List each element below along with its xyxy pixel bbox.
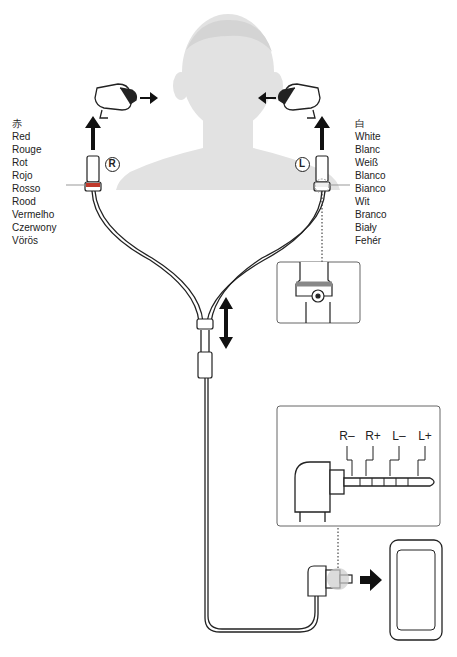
head-silhouette <box>116 14 340 190</box>
color-name: Red <box>12 131 30 143</box>
color-name: Biały <box>355 222 377 234</box>
callout-circle: R <box>105 157 120 172</box>
color-name: Rood <box>12 196 36 208</box>
color-name: Czerwony <box>12 222 56 234</box>
callout-letter: R <box>108 159 115 169</box>
color-name: Wit <box>355 196 369 208</box>
color-name: 赤 <box>12 118 22 130</box>
pin-label: L– <box>391 429 406 443</box>
color-name: Branco <box>355 209 387 221</box>
color-name: Rojo <box>12 170 33 182</box>
slide-arrow <box>219 297 233 349</box>
insert-arrow <box>140 92 158 104</box>
color-name: Rot <box>12 157 28 169</box>
pin-label: R– <box>338 429 355 443</box>
color-name: Rouge <box>12 144 41 156</box>
color-name: 白 <box>355 118 365 130</box>
callout-letter: L <box>299 159 305 169</box>
color-name: Fehér <box>355 235 381 247</box>
earbud-left <box>279 84 321 118</box>
color-name: Vörös <box>12 235 38 247</box>
insert-arrow <box>258 92 276 104</box>
color-name: White <box>355 131 381 143</box>
pin-label: L+ <box>417 429 433 443</box>
earbud-right <box>95 84 137 118</box>
color-name: Blanc <box>355 144 380 156</box>
callout-circle: L <box>295 157 310 172</box>
pin-label: R+ <box>364 429 382 443</box>
color-name: Bianco <box>355 183 386 195</box>
color-name: Rosso <box>12 183 40 195</box>
color-name: Blanco <box>355 170 386 182</box>
color-name: Vermelho <box>12 209 54 221</box>
color-name: Weiß <box>355 157 378 169</box>
